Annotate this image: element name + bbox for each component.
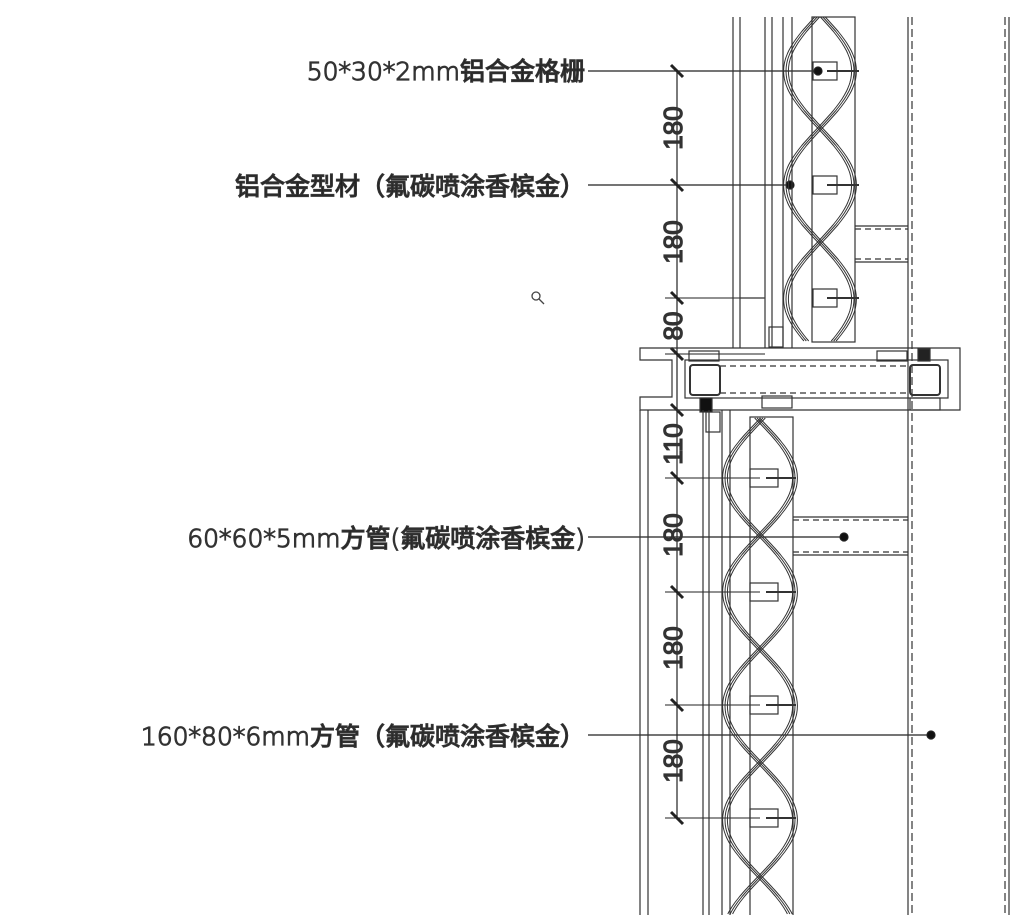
lower-mullion-lines xyxy=(639,410,794,915)
zigzag-line xyxy=(722,417,794,915)
dimension-label: 180 xyxy=(658,739,688,782)
dimension-label: 180 xyxy=(658,220,688,263)
zigzag-line xyxy=(787,16,857,342)
dimension-label: 180 xyxy=(658,626,688,669)
upper-stub-beam xyxy=(855,225,908,263)
dimension-label: 80 xyxy=(658,312,688,341)
callout-label-square-tube-60: 60*60*5mm方管(氟碳喷涂香槟金) xyxy=(187,524,585,553)
zigzag-line xyxy=(787,16,857,342)
wall-lines xyxy=(907,17,1010,915)
lower-stub-beam xyxy=(793,516,908,556)
dimension-label: 180 xyxy=(658,106,688,149)
dimension-label: 110 xyxy=(658,423,688,464)
leader-lines xyxy=(588,66,936,740)
zigzag-line xyxy=(724,417,796,915)
dimension-label: 180 xyxy=(658,513,688,556)
zigzag-line xyxy=(724,417,796,915)
zigzag-line xyxy=(783,16,853,342)
zigzag-line xyxy=(785,16,855,342)
callout-label-aluminum-profile: 铝合金型材（氟碳喷涂香槟金） xyxy=(235,172,585,201)
callout-label-square-tube-160: 160*80*6mm方管（氟碳喷涂香槟金） xyxy=(141,722,585,751)
grating-zigzag-profiles xyxy=(722,16,857,915)
zigzag-line xyxy=(726,417,798,915)
callout-label-grating: 50*30*2mm铝合金格栅 xyxy=(307,57,585,86)
upper-mullion-lines xyxy=(732,16,856,348)
zigzag-line xyxy=(785,16,855,342)
zigzag-line xyxy=(722,417,794,915)
magnifier-icon xyxy=(531,291,545,305)
zigzag-line xyxy=(783,16,853,342)
transom-section xyxy=(639,347,961,433)
grating-clips xyxy=(749,61,859,828)
zigzag-line xyxy=(726,417,798,915)
